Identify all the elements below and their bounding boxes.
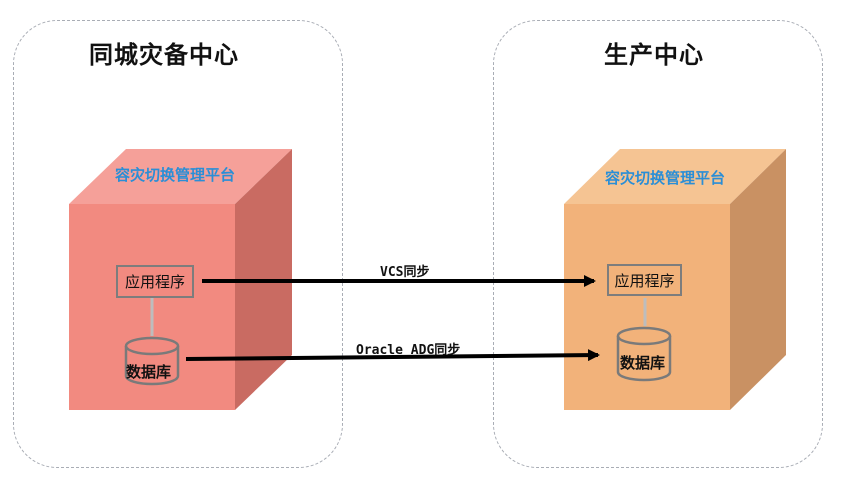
left-cube-top	[69, 149, 292, 204]
left-platform-label: 容灾切换管理平台	[115, 166, 236, 184]
left-db-label: 数据库	[126, 363, 172, 381]
right-zone-frame	[493, 20, 823, 468]
right-cube-side	[730, 149, 786, 410]
left-zone-frame	[13, 20, 343, 468]
right-platform-label: 容灾切换管理平台	[605, 169, 726, 187]
right-database-icon	[616, 326, 672, 382]
right-zone-title: 生产中心	[604, 41, 704, 69]
right-app-box: 应用程序	[607, 264, 682, 296]
left-app-box: 应用程序	[116, 265, 194, 298]
db-sync-arrow	[185, 349, 600, 362]
app-sync-label: VCS同步	[380, 265, 430, 280]
right-server-cube	[564, 149, 786, 410]
left-database-icon	[124, 336, 180, 386]
right-db-label: 数据库	[620, 354, 666, 372]
right-cube-top	[564, 149, 786, 204]
left-zone-title: 同城灾备中心	[89, 41, 239, 69]
right-cube-front	[564, 204, 730, 410]
db-sync-label: Oracle ADG同步	[356, 343, 461, 358]
